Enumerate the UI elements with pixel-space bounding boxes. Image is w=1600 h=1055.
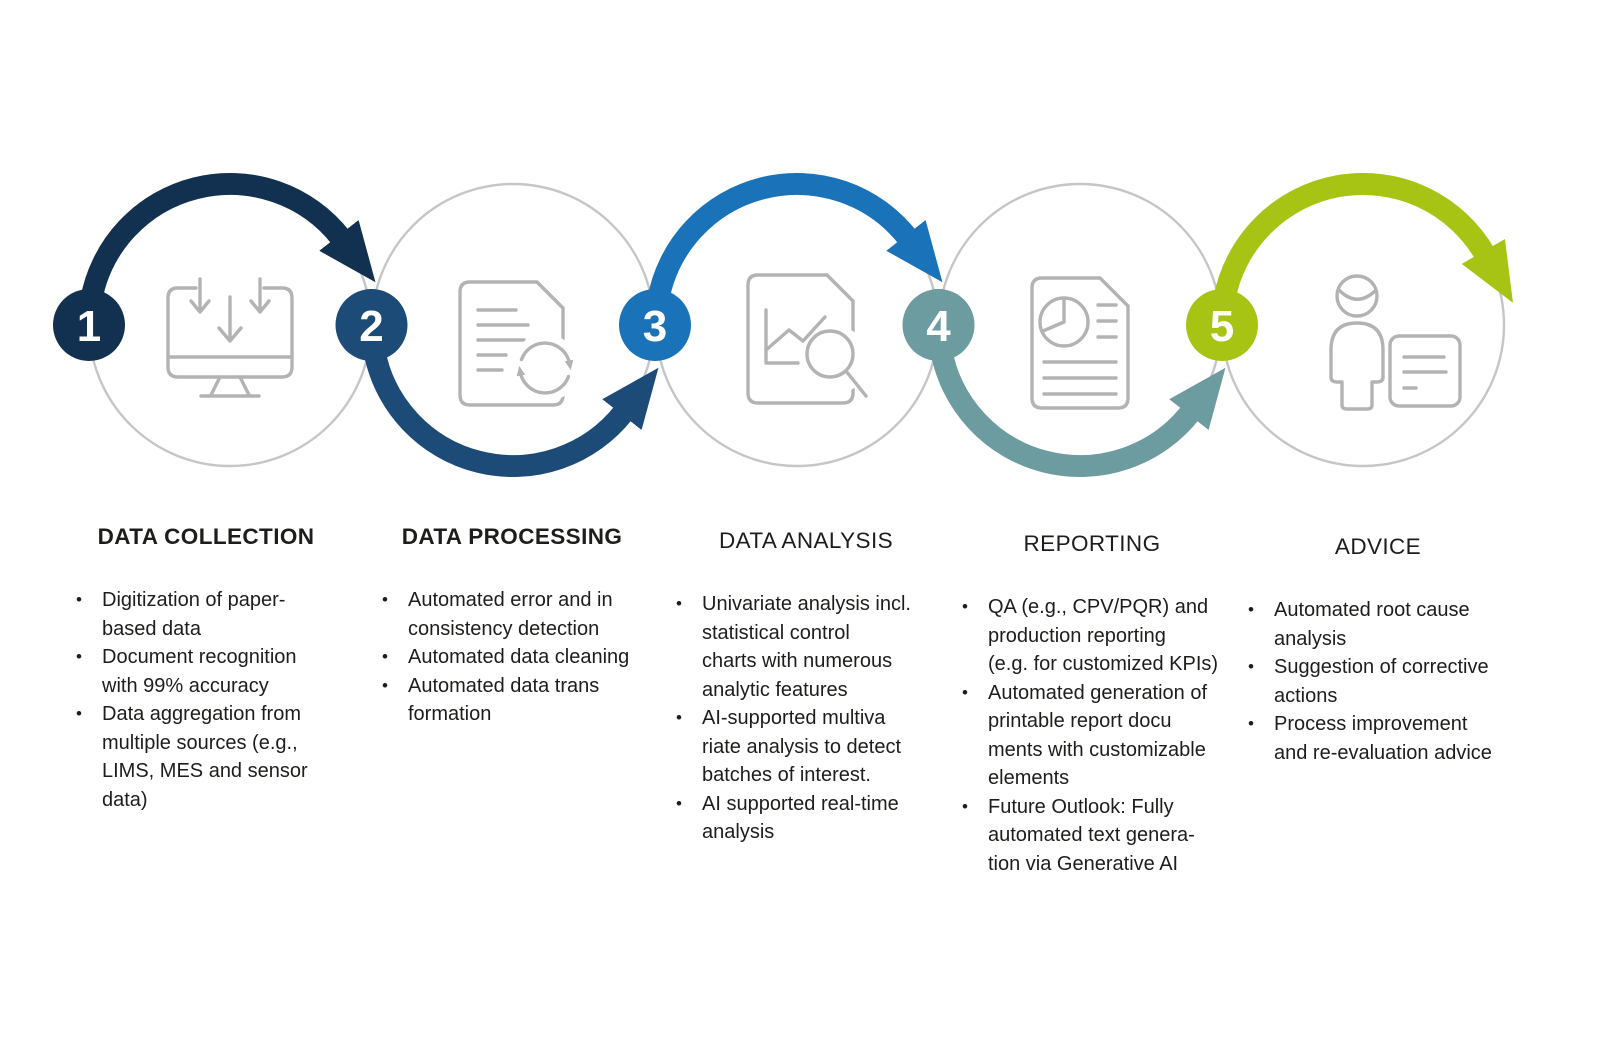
step-column-reporting: REPORTING • QA (e.g., CPV/PQR) and produc…: [962, 531, 1222, 878]
bullet-text: Automated error and in consistency detec…: [408, 589, 613, 640]
bullet-list: • Automated root cause analysis • Suggesti…: [1248, 596, 1508, 767]
step-column-data-processing: DATA PROCESSING • Automated error and in …: [382, 524, 642, 729]
step-badge-5: [1186, 289, 1258, 361]
bullet-item: • Data aggregation from multiple sources …: [76, 700, 336, 814]
bullet-text: Univariate analysis incl. statistical co…: [702, 593, 911, 701]
step-badge-3: [619, 289, 691, 361]
step-number-3: 3: [643, 302, 667, 351]
bullet-text: Automated data cleaning: [408, 646, 630, 668]
bullet-text: AI-supported multiva riate analysis to d…: [702, 707, 901, 786]
bullet-dot: •: [76, 590, 82, 609]
bullet-item: • QA (e.g., CPV/PQR) and production repor…: [962, 593, 1222, 679]
bullet-dot: •: [1248, 600, 1254, 619]
person-document-icon: [1329, 274, 1462, 411]
bullet-text: Automated data trans formation: [408, 674, 600, 726]
step-title: DATA PROCESSING: [401, 524, 623, 549]
bullet-dot: •: [76, 647, 82, 666]
arrow-arc-4: [930, 347, 1226, 478]
bullet-dot: •: [76, 704, 82, 723]
document-chart-magnifier-icon: [746, 273, 869, 405]
bullet-list: • Digitization of paper- based data • Docu…: [76, 586, 336, 814]
process-diagram: 1 2 3 4 5: [53, 172, 1514, 478]
step-title: ADVICE: [1334, 534, 1422, 559]
bullet-list: • Univariate analysis incl. statistical c…: [676, 590, 936, 847]
bullet-item: • Univariate analysis incl. statistical c…: [676, 590, 936, 704]
bullet-item: • Process improvement and re-evaluation a…: [1248, 710, 1508, 767]
bullet-dot: •: [962, 682, 968, 702]
bullet-dot: •: [382, 675, 388, 695]
step-title: DATA ANALYSIS: [718, 528, 894, 553]
step-number-1: 1: [77, 302, 101, 351]
bullet-text: Automated generation of printable report…: [988, 681, 1208, 790]
bullet-item: • Future Outlook: Fully automated text ge…: [962, 793, 1222, 879]
arrow-arc-2: [363, 347, 659, 478]
arrow-arc-3: [647, 172, 943, 303]
bullet-text: AI supported real-time analysis: [702, 792, 899, 844]
step-number-4: 4: [926, 302, 951, 351]
step-title: DATA COLLECTION: [97, 524, 315, 549]
bullet-item: • Digitization of paper- based data: [76, 586, 336, 643]
arrow-arc-5: [1213, 172, 1514, 303]
step-number-5: 5: [1210, 302, 1234, 351]
bullet-text: QA (e.g., CPV/PQR) and production report…: [988, 596, 1219, 675]
bullet-dot: •: [676, 708, 682, 727]
step-badge-2: [335, 289, 408, 361]
bullet-item: • AI supported real-time analysis: [676, 790, 936, 847]
step-badge-4: [902, 289, 975, 361]
document-sync-icon: [458, 280, 579, 407]
bullet-dot: •: [382, 590, 388, 609]
bullet-text: Data aggregation from multiple sources (…: [102, 703, 308, 811]
bullet-dot: •: [676, 793, 682, 813]
bullet-dot: •: [962, 796, 968, 816]
bullet-item: • Automated error and in consistency dete…: [382, 586, 642, 643]
bullet-item: • Automated data trans formation: [382, 672, 642, 729]
bullet-text: Document recognition with 99% accuracy: [102, 646, 297, 697]
step-column-advice: ADVICE • Automated root cause analysis • S…: [1248, 534, 1508, 767]
bullet-item: • Suggestion of corrective actions: [1248, 653, 1508, 710]
step-number-2: 2: [359, 302, 383, 351]
bullet-text: Digitization of paper- based data: [102, 589, 286, 640]
bullet-text: Future Outlook: Fully automated text gen…: [988, 795, 1195, 875]
bullet-item: • AI-supported multiva riate analysis to …: [676, 704, 936, 790]
step-badges: 1 2 3 4 5: [53, 289, 1258, 361]
bullet-item: • Document recognition with 99% accuracy: [76, 643, 336, 700]
step-column-data-analysis: DATA ANALYSIS • Univariate analysis incl.…: [676, 528, 936, 847]
step-badge-1: [53, 289, 125, 361]
bullet-list: • QA (e.g., CPV/PQR) and production repor…: [962, 593, 1222, 878]
bullet-text: Suggestion of corrective actions: [1274, 656, 1489, 707]
report-document-icon: [1030, 276, 1130, 410]
bullet-text: Automated root cause analysis: [1274, 599, 1470, 650]
bullet-list: • Automated error and in consistency dete…: [382, 586, 642, 729]
step-column-data-collection: DATA COLLECTION • Digitization of paper- …: [76, 524, 336, 814]
bullet-item: • Automated data cleaning: [382, 643, 642, 672]
monitor-download-icon: [166, 277, 294, 398]
step-title: REPORTING: [1023, 531, 1161, 556]
bullet-item: • Automated root cause analysis: [1248, 596, 1508, 653]
bullet-dot: •: [676, 594, 682, 613]
bullet-dot: •: [1248, 657, 1254, 676]
bullet-item: • Automated generation of printable repor…: [962, 679, 1222, 793]
bullet-dot: •: [382, 647, 388, 666]
bullet-text: Process improvement and re-evaluation ad…: [1274, 713, 1492, 764]
arrow-arc-1: [80, 172, 376, 303]
bullet-dot: •: [1248, 714, 1254, 733]
bullet-dot: •: [962, 597, 968, 616]
